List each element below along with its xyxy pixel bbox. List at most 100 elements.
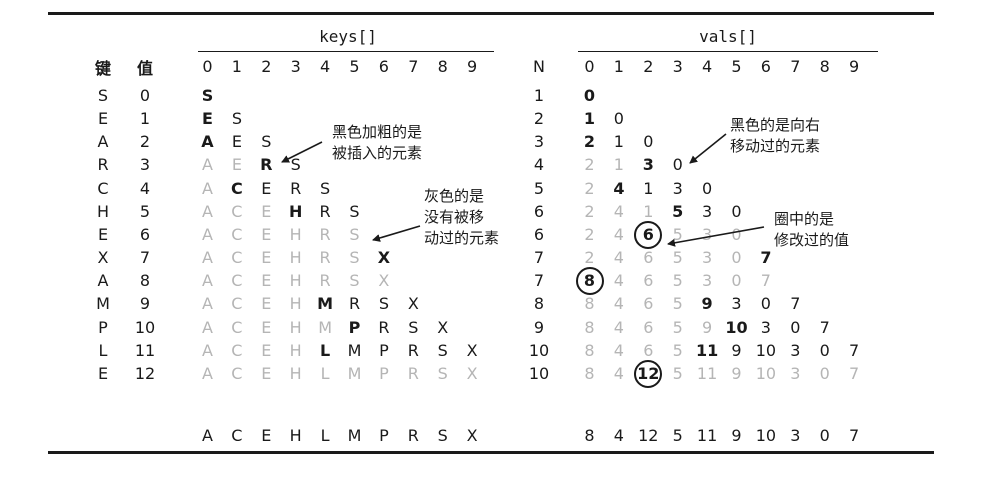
keys-cell: A [202,248,213,268]
keys-cell: R [407,340,419,360]
keys-cell: P [348,317,361,337]
vals-cell: 0 [819,363,830,383]
keys-cell: L [320,363,330,383]
keys-cell: C [231,271,243,291]
moved-right-annotation: 黑色的是向右 移动过的元素 [730,115,820,157]
vals-cell: 2 [584,224,595,244]
vals-cell: 8 [584,317,595,337]
keys-cell: C [231,340,243,360]
row-value: 9 [139,294,151,314]
keys-cell: S [408,317,419,337]
keys-cell: X [466,340,478,360]
keys-index-label: 0 [202,57,213,76]
vals-cell: 5 [672,271,683,291]
keys-cell: S [437,363,448,383]
gray-annotation: 灰色的是 没有被移 动过的元素 [424,186,499,249]
vals-cell: 3 [790,340,801,360]
keys-cell: E [261,294,272,314]
row-size: 9 [533,317,545,337]
row-key: A [97,271,109,291]
modified-note-line: 修改过的值 [774,231,850,249]
keys-cell: H [289,271,302,291]
keys-cell: H [289,224,302,244]
keys-cell: R [319,271,331,291]
modified-value-circle [634,359,663,388]
keys-cell: M [317,294,334,314]
row-size: 7 [533,271,545,291]
keys-cell: M [318,317,332,337]
vals-cell: 0 [819,426,830,445]
keys-cell: M [347,340,362,360]
vals-cell: 9 [731,426,742,445]
vals-cell: 0 [583,86,596,105]
row-size: 6 [533,224,545,244]
vals-cell: 4 [613,294,624,314]
keys-cell: H [289,340,302,360]
keys-cell: A [202,201,213,221]
keys-cell: M [347,363,362,383]
vals-cell: 10 [755,426,777,445]
inserted-annotation: 黑色加粗的是 被插入的元素 [332,122,422,164]
keys-index-label: 9 [467,57,478,76]
vals-cell: 0 [613,109,624,129]
row-size: 1 [533,86,545,105]
vals-cell: 4 [613,201,624,221]
vals-cell: 7 [849,340,860,360]
row-value: 2 [139,132,151,152]
modified-value-circle [634,220,663,249]
vals-cell: 4 [613,224,624,244]
vals-index-label: 1 [613,57,624,76]
vals-cell: 4 [613,178,625,198]
vals-cell: 11 [695,340,719,360]
vals-cell: 10 [755,363,777,383]
row-size: 3 [533,132,545,152]
row-size: 4 [533,155,545,175]
row-value: 4 [139,178,151,198]
keys-cell: P [379,363,389,383]
keys-cell: E [261,317,272,337]
vals-cell: 8 [584,340,595,360]
row-size: 6 [533,201,545,221]
row-key: P [98,317,108,337]
vals-cell: 5 [672,248,683,268]
gray-arrow [372,225,421,242]
vals-cell: 0 [731,224,742,244]
vals-cell: 2 [584,178,595,198]
vals-cell: 3 [702,224,713,244]
keys-cell: P [379,340,389,360]
keys-cell: H [289,363,302,383]
vals-array-title: vals[] [699,27,757,46]
keys-cell: H [289,248,302,268]
keys-cell: S [437,426,448,445]
vals-cell: 7 [760,271,771,291]
vals-cell: 11 [696,363,718,383]
keys-cell: R [348,294,361,314]
row-size: 8 [533,294,545,314]
keys-cell: S [290,155,301,175]
keys-cell: E [261,271,272,291]
keys-cell: C [231,201,243,221]
vals-cell: 4 [613,248,624,268]
vals-cell: 5 [672,201,684,221]
vals-cell: 2 [584,248,595,268]
keys-index-label: 3 [290,57,301,76]
keys-cell: A [202,178,213,198]
keys-cell: R [407,363,419,383]
vals-index-label: 9 [849,57,860,76]
keys-cell: C [231,248,243,268]
vals-cell: 6 [643,294,654,314]
vals-cell: 4 [613,340,624,360]
row-size: 10 [528,363,550,383]
vals-cell: 4 [613,363,624,383]
row-key: E [97,224,109,244]
row-key: C [97,178,109,198]
vals-cell: 1 [643,178,654,198]
row-size: 2 [533,109,545,129]
row-key: R [97,155,109,175]
row-value: 3 [139,155,151,175]
vals-cell: 7 [849,363,860,383]
keys-cell: E [261,224,272,244]
keys-cell: C [231,317,243,337]
keys-cell: A [202,340,213,360]
